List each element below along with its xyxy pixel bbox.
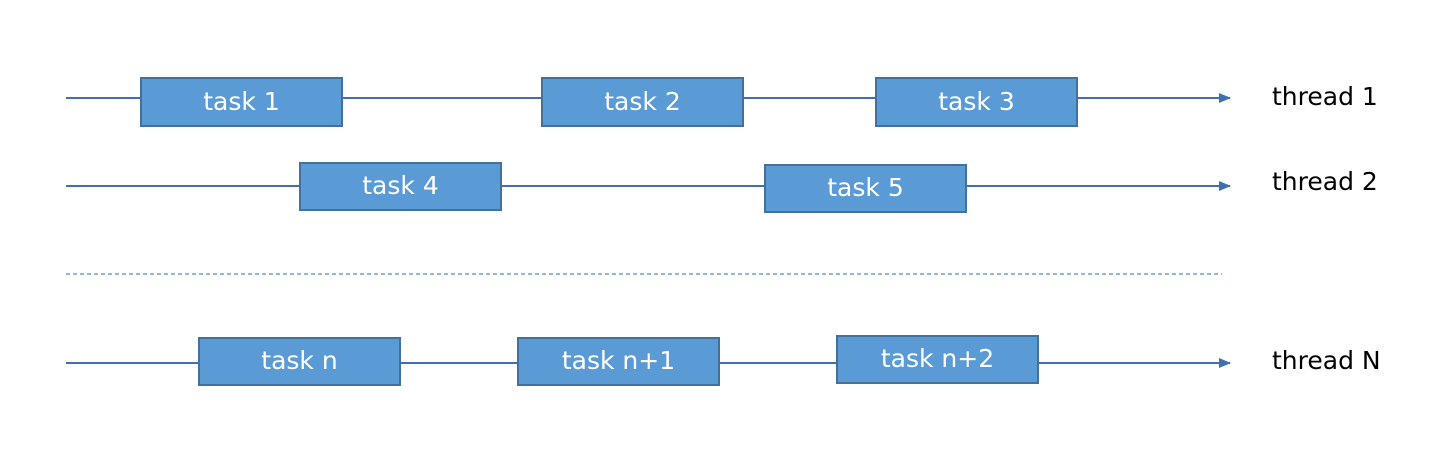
task-block: task 3 — [875, 77, 1078, 127]
task-block: task n+1 — [517, 337, 720, 386]
task-block: task 1 — [140, 77, 343, 127]
thread-label: thread N — [1272, 346, 1381, 375]
thread-label: thread 1 — [1272, 82, 1378, 111]
task-block: task n — [198, 337, 401, 386]
task-label: task 3 — [938, 87, 1014, 116]
task-block: task n+2 — [836, 335, 1039, 384]
task-label: task 4 — [362, 171, 438, 200]
task-label: task n+2 — [881, 344, 994, 373]
thread-row-1: task 1 task 2 task 3 thread 1 — [66, 77, 1378, 127]
thread-row-2: task 4 task 5 thread 2 — [66, 162, 1378, 213]
task-label: task n+1 — [562, 346, 675, 375]
task-block: task 2 — [541, 77, 744, 127]
task-block: task 5 — [764, 164, 967, 213]
task-label: task 2 — [604, 87, 680, 116]
task-label: task 1 — [203, 87, 279, 116]
task-label: task n — [261, 346, 337, 375]
task-block: task 4 — [299, 162, 502, 211]
task-label: task 5 — [827, 173, 903, 202]
thread-row-n: task n task n+1 task n+2 thread N — [66, 335, 1381, 386]
thread-label: thread 2 — [1272, 167, 1378, 196]
